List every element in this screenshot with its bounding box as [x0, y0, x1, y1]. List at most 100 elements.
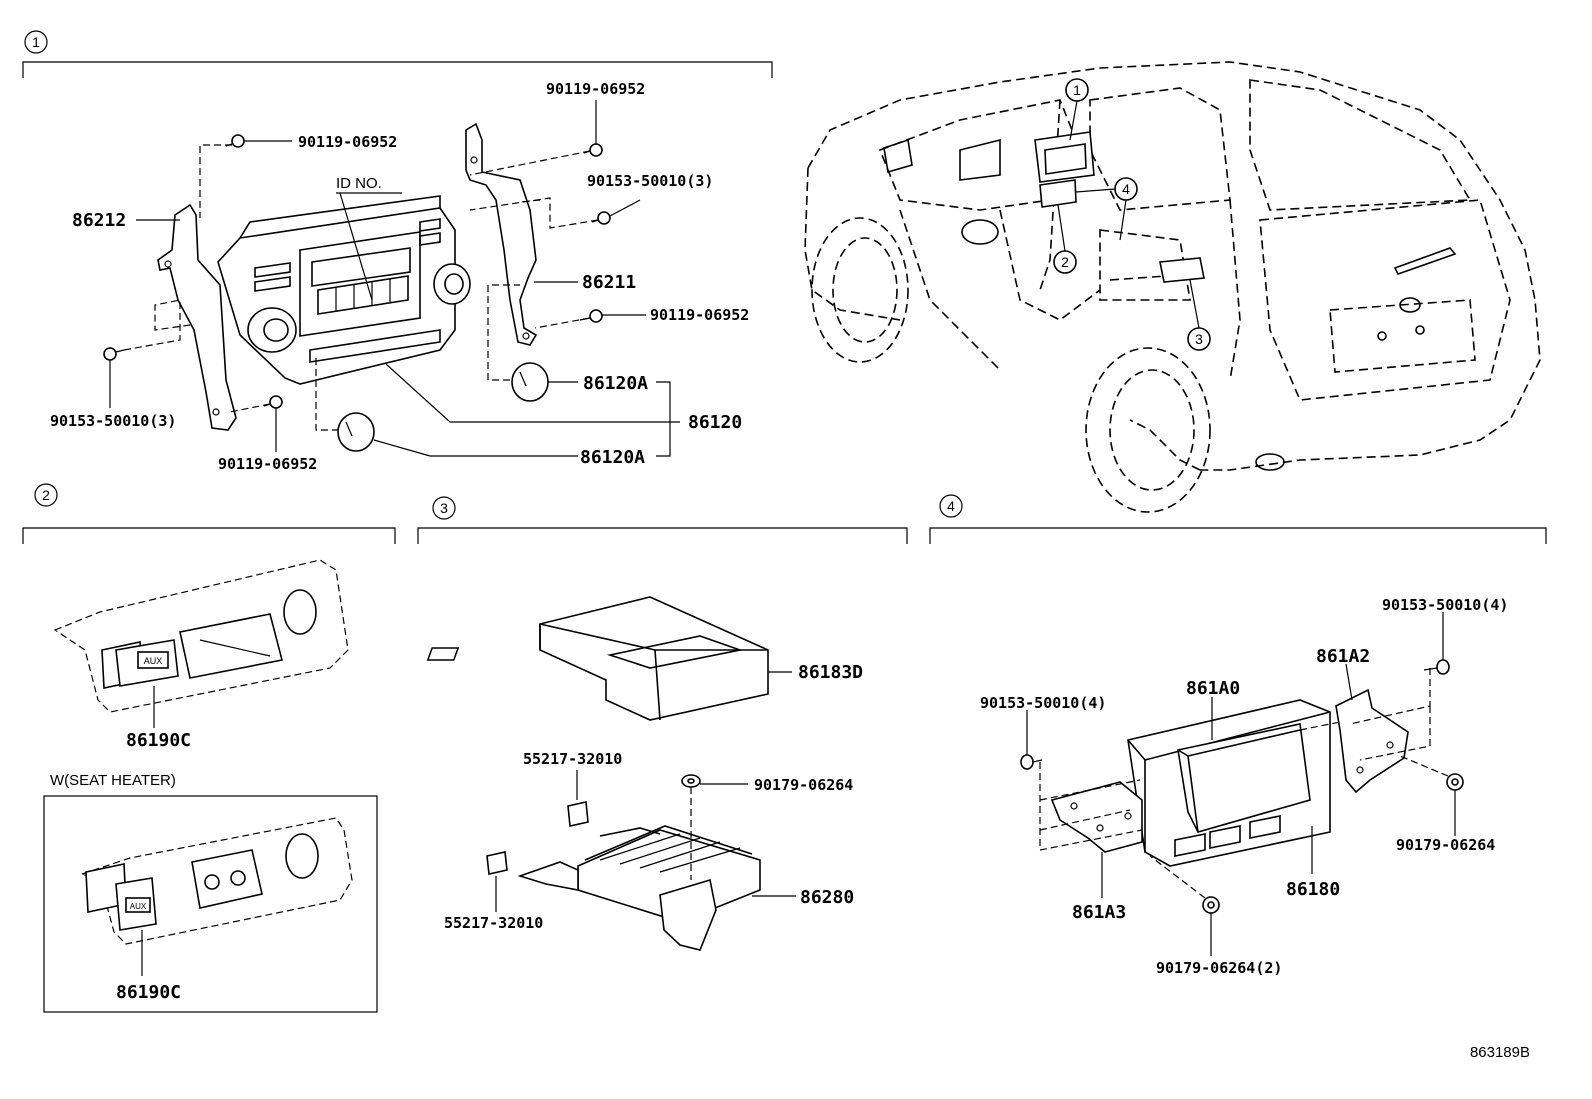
button-row: [317, 275, 409, 315]
section-2-labels: 86190C W(SEAT HEATER) 86190C: [50, 730, 191, 1003]
clip-bottom: [486, 851, 508, 875]
label-bracket-right: 86211: [582, 272, 636, 293]
section-3-circle: [432, 496, 456, 520]
variant-aux-jack[interactable]: [115, 877, 157, 931]
section-3-bracket: [417, 527, 908, 544]
label-aux-jack-variant: 86190C: [116, 982, 181, 1003]
label-clip-top: 55217-32010: [523, 750, 622, 768]
console-knob: [283, 589, 317, 635]
right-bracket: [465, 122, 538, 346]
label-screw-top-right: 90153-50010(4): [1382, 596, 1508, 614]
section-1-header: 1: [22, 30, 773, 78]
label-bolt-right-mid: 90119-06952: [650, 306, 749, 324]
label-bracket-right: 861A2: [1316, 646, 1370, 667]
section-1-drawing: [103, 100, 680, 457]
label-unit-inner: 861A0: [1186, 678, 1240, 699]
bolt-right-mid: [579, 309, 603, 323]
license-plate-area: [1329, 299, 1476, 373]
screw-left-4: [1020, 754, 1043, 770]
clip-top: [567, 801, 589, 827]
variant-switch-plate: [191, 849, 263, 909]
label-bolt-top-left: 90119-06952: [298, 133, 397, 151]
amplifier-bracket: [659, 878, 717, 951]
label-bracket-left: 86212: [72, 210, 126, 231]
variant-knob: [285, 833, 319, 879]
screw-right: [591, 211, 611, 225]
seat-heater-variant-box: [43, 795, 378, 1013]
knob-86120A-lower: [337, 412, 375, 452]
label-nut-right: 90179-06264: [1396, 836, 1495, 854]
section-3-header: 3: [417, 496, 908, 544]
section-4-labels: 90153-50010(4) 861A2 861A0 90153-50010(4…: [980, 596, 1508, 977]
bracket-861A2: [1335, 688, 1409, 794]
section-4-circle: [939, 494, 963, 518]
section-3-number: 3: [440, 500, 448, 516]
section-4-header: 4: [929, 494, 1547, 544]
section-2-drawing: AUX AUX: [43, 559, 378, 1013]
display-frame: [299, 231, 421, 337]
screw-left: [103, 347, 125, 361]
bolt-top-left: [225, 134, 245, 148]
label-id-no: ID NO.: [336, 175, 382, 192]
section-2-number: 2: [42, 487, 50, 503]
label-knob-a1: 86120A: [583, 373, 648, 394]
section-4-number: 4: [947, 498, 955, 514]
rear-wheel: [1085, 347, 1211, 513]
car-aux-unit: [1039, 179, 1077, 208]
bolt-bottom: [263, 395, 283, 409]
section-1-labels: 90119-06952 90119-06952 90153-50010(3) I…: [50, 80, 749, 473]
label-screw-left: 90153-50010(3): [50, 412, 176, 430]
nut-right: [1446, 773, 1464, 791]
rear-wiper: [1393, 247, 1457, 275]
figure-code: 863189B: [1470, 1044, 1530, 1061]
section-2-circle: [34, 483, 58, 507]
aux-text: AUX: [144, 656, 163, 666]
amplifier-harness: [517, 861, 579, 891]
tailgate: [1259, 199, 1511, 401]
steering-wheel: [961, 219, 999, 245]
vehicle-overview: 1 2 3 4: [804, 61, 1541, 513]
label-bracket-left: 861A3: [1072, 902, 1126, 923]
label-amplifier: 86280: [800, 887, 854, 908]
rear-door-window: [1089, 87, 1231, 211]
label-bolt-bottom: 90119-06952: [218, 455, 317, 473]
rear-glass: [1249, 79, 1472, 211]
cd-slot: [309, 329, 441, 363]
side-mirror: [883, 138, 913, 174]
car-amplifier: [1159, 257, 1205, 283]
section-4-bracket: [929, 527, 1547, 544]
section-4-drawing: [1020, 612, 1464, 956]
console-window: [179, 613, 283, 679]
nut-bottom: [1202, 896, 1220, 914]
label-clip-bottom: 55217-32010: [444, 914, 543, 932]
label-knob-a2: 86120A: [580, 447, 645, 468]
section-1-bracket: [22, 61, 773, 78]
front-wheel: [811, 217, 909, 363]
left-bracket: [157, 203, 237, 431]
section-3-drawing: [426, 596, 796, 951]
svg-text:2: 2: [1061, 254, 1069, 270]
label-unit-outer: 86180: [1286, 879, 1340, 900]
section-2-header: 2: [22, 483, 396, 544]
svg-text:4: 4: [1122, 181, 1130, 197]
section-1-circle: [24, 30, 48, 54]
svg-text:AUX: AUX: [130, 902, 147, 911]
label-screw-right: 90153-50010(3): [587, 172, 713, 190]
instrument-cluster: [959, 138, 1001, 181]
knob-86120A-upper: [511, 362, 549, 402]
svg-text:3: 3: [1195, 331, 1203, 347]
label-screw-left: 90153-50010(4): [980, 694, 1106, 712]
bolt-top-right: [583, 143, 603, 157]
svg-text:1: 1: [1073, 82, 1081, 98]
screw-top-right-4: [1423, 659, 1450, 675]
car-body-outline: [807, 61, 1541, 471]
amplifier-nut: [681, 774, 701, 788]
label-panel: 86120: [688, 412, 742, 433]
label-variant-title: W(SEAT HEATER): [50, 772, 176, 789]
section-1-number: 1: [32, 34, 40, 50]
left-knob-seat: [247, 307, 297, 353]
section-2-bracket: [22, 527, 396, 544]
console-panel-outline: [53, 559, 349, 713]
label-aux-jack: 86190C: [126, 730, 191, 751]
